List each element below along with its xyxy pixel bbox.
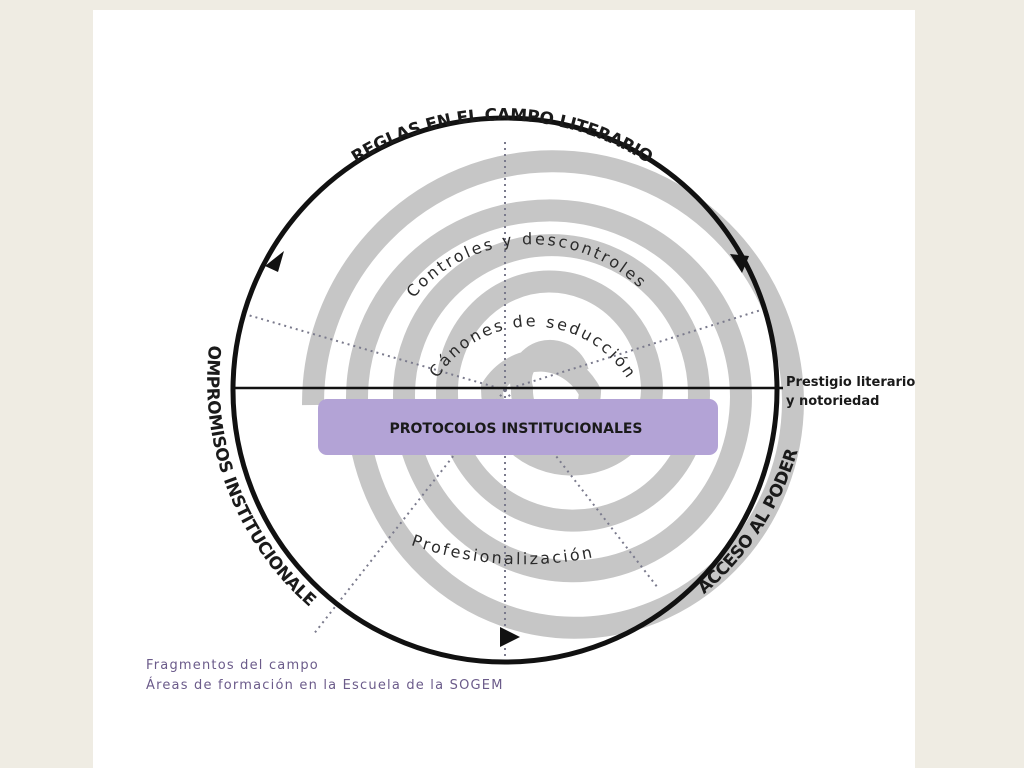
legend-line2: Áreas de formación en la Escuela de la S… [146, 677, 504, 693]
dotted-radial-lines [247, 140, 762, 662]
banner-label: PROTOCOLOS INSTITUCIONALES [389, 421, 642, 437]
arrow-right-icon [730, 254, 749, 273]
arrow-left-icon [265, 251, 284, 272]
side-note-line2: y notoriedad [786, 394, 879, 409]
arrow-bottom-icon [500, 627, 520, 647]
label-compromisos: COMPROMISOS INSTITUCIONALES [93, 10, 320, 611]
svg-text:ACCESO AL PODER: ACCESO AL PODER [694, 446, 803, 598]
legend-line1: Fragmentos del campo [146, 658, 319, 673]
slide: PROTOCOLOS INSTITUCIONALES REGLAS EN EL … [93, 10, 915, 768]
radial-line-upper-left [247, 314, 506, 391]
radial-line-upper-right [504, 309, 762, 391]
field-diagram: PROTOCOLOS INSTITUCIONALES REGLAS EN EL … [93, 10, 915, 693]
label-acceso: ACCESO AL PODER [694, 446, 803, 598]
side-note-line1: Prestigio literario [786, 375, 915, 390]
svg-text:COMPROMISOS INSTITUCIONALES: COMPROMISOS INSTITUCIONALES [93, 10, 319, 611]
radial-line-lower-left [312, 389, 506, 636]
banner-box [318, 399, 718, 455]
field-circle [230, 115, 780, 665]
